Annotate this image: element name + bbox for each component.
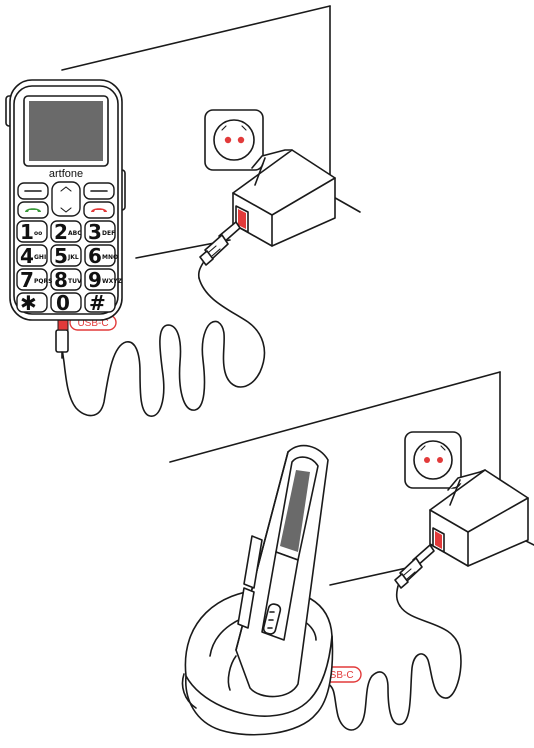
- charging-cradle-icon: [183, 446, 333, 735]
- key-3-sub: DEF: [102, 230, 115, 237]
- wall-socket-icon: [205, 110, 263, 170]
- key-6: 6: [88, 244, 102, 268]
- key-5-sub: JKL: [67, 254, 79, 261]
- key-7: 7: [20, 268, 34, 292]
- key-7-sub: PQRS: [34, 278, 52, 285]
- key-star: ✱: [20, 291, 37, 315]
- key-8: 8: [54, 268, 68, 292]
- wall-socket-icon: [405, 432, 461, 488]
- key-3: 3: [88, 220, 102, 244]
- key-1-sub: oo: [34, 230, 42, 237]
- brand-label: artfone: [49, 168, 83, 180]
- key-9: 9: [88, 268, 102, 292]
- phone-icon: artfone 1 oo 2 ABC: [6, 80, 125, 320]
- key-8-sub: TUV: [68, 278, 82, 285]
- key-4: 4: [20, 244, 34, 268]
- key-4-sub: GHI: [34, 254, 46, 261]
- key-2: 2: [54, 220, 68, 244]
- key-9-sub: WXYZ: [102, 278, 123, 285]
- key-1: 1: [20, 220, 34, 244]
- key-0: 0: [56, 291, 70, 315]
- key-5: 5: [54, 244, 68, 268]
- key-2-sub: ABC: [68, 230, 82, 237]
- key-hash: #: [89, 291, 106, 315]
- key-6-sub: MNO: [102, 254, 118, 261]
